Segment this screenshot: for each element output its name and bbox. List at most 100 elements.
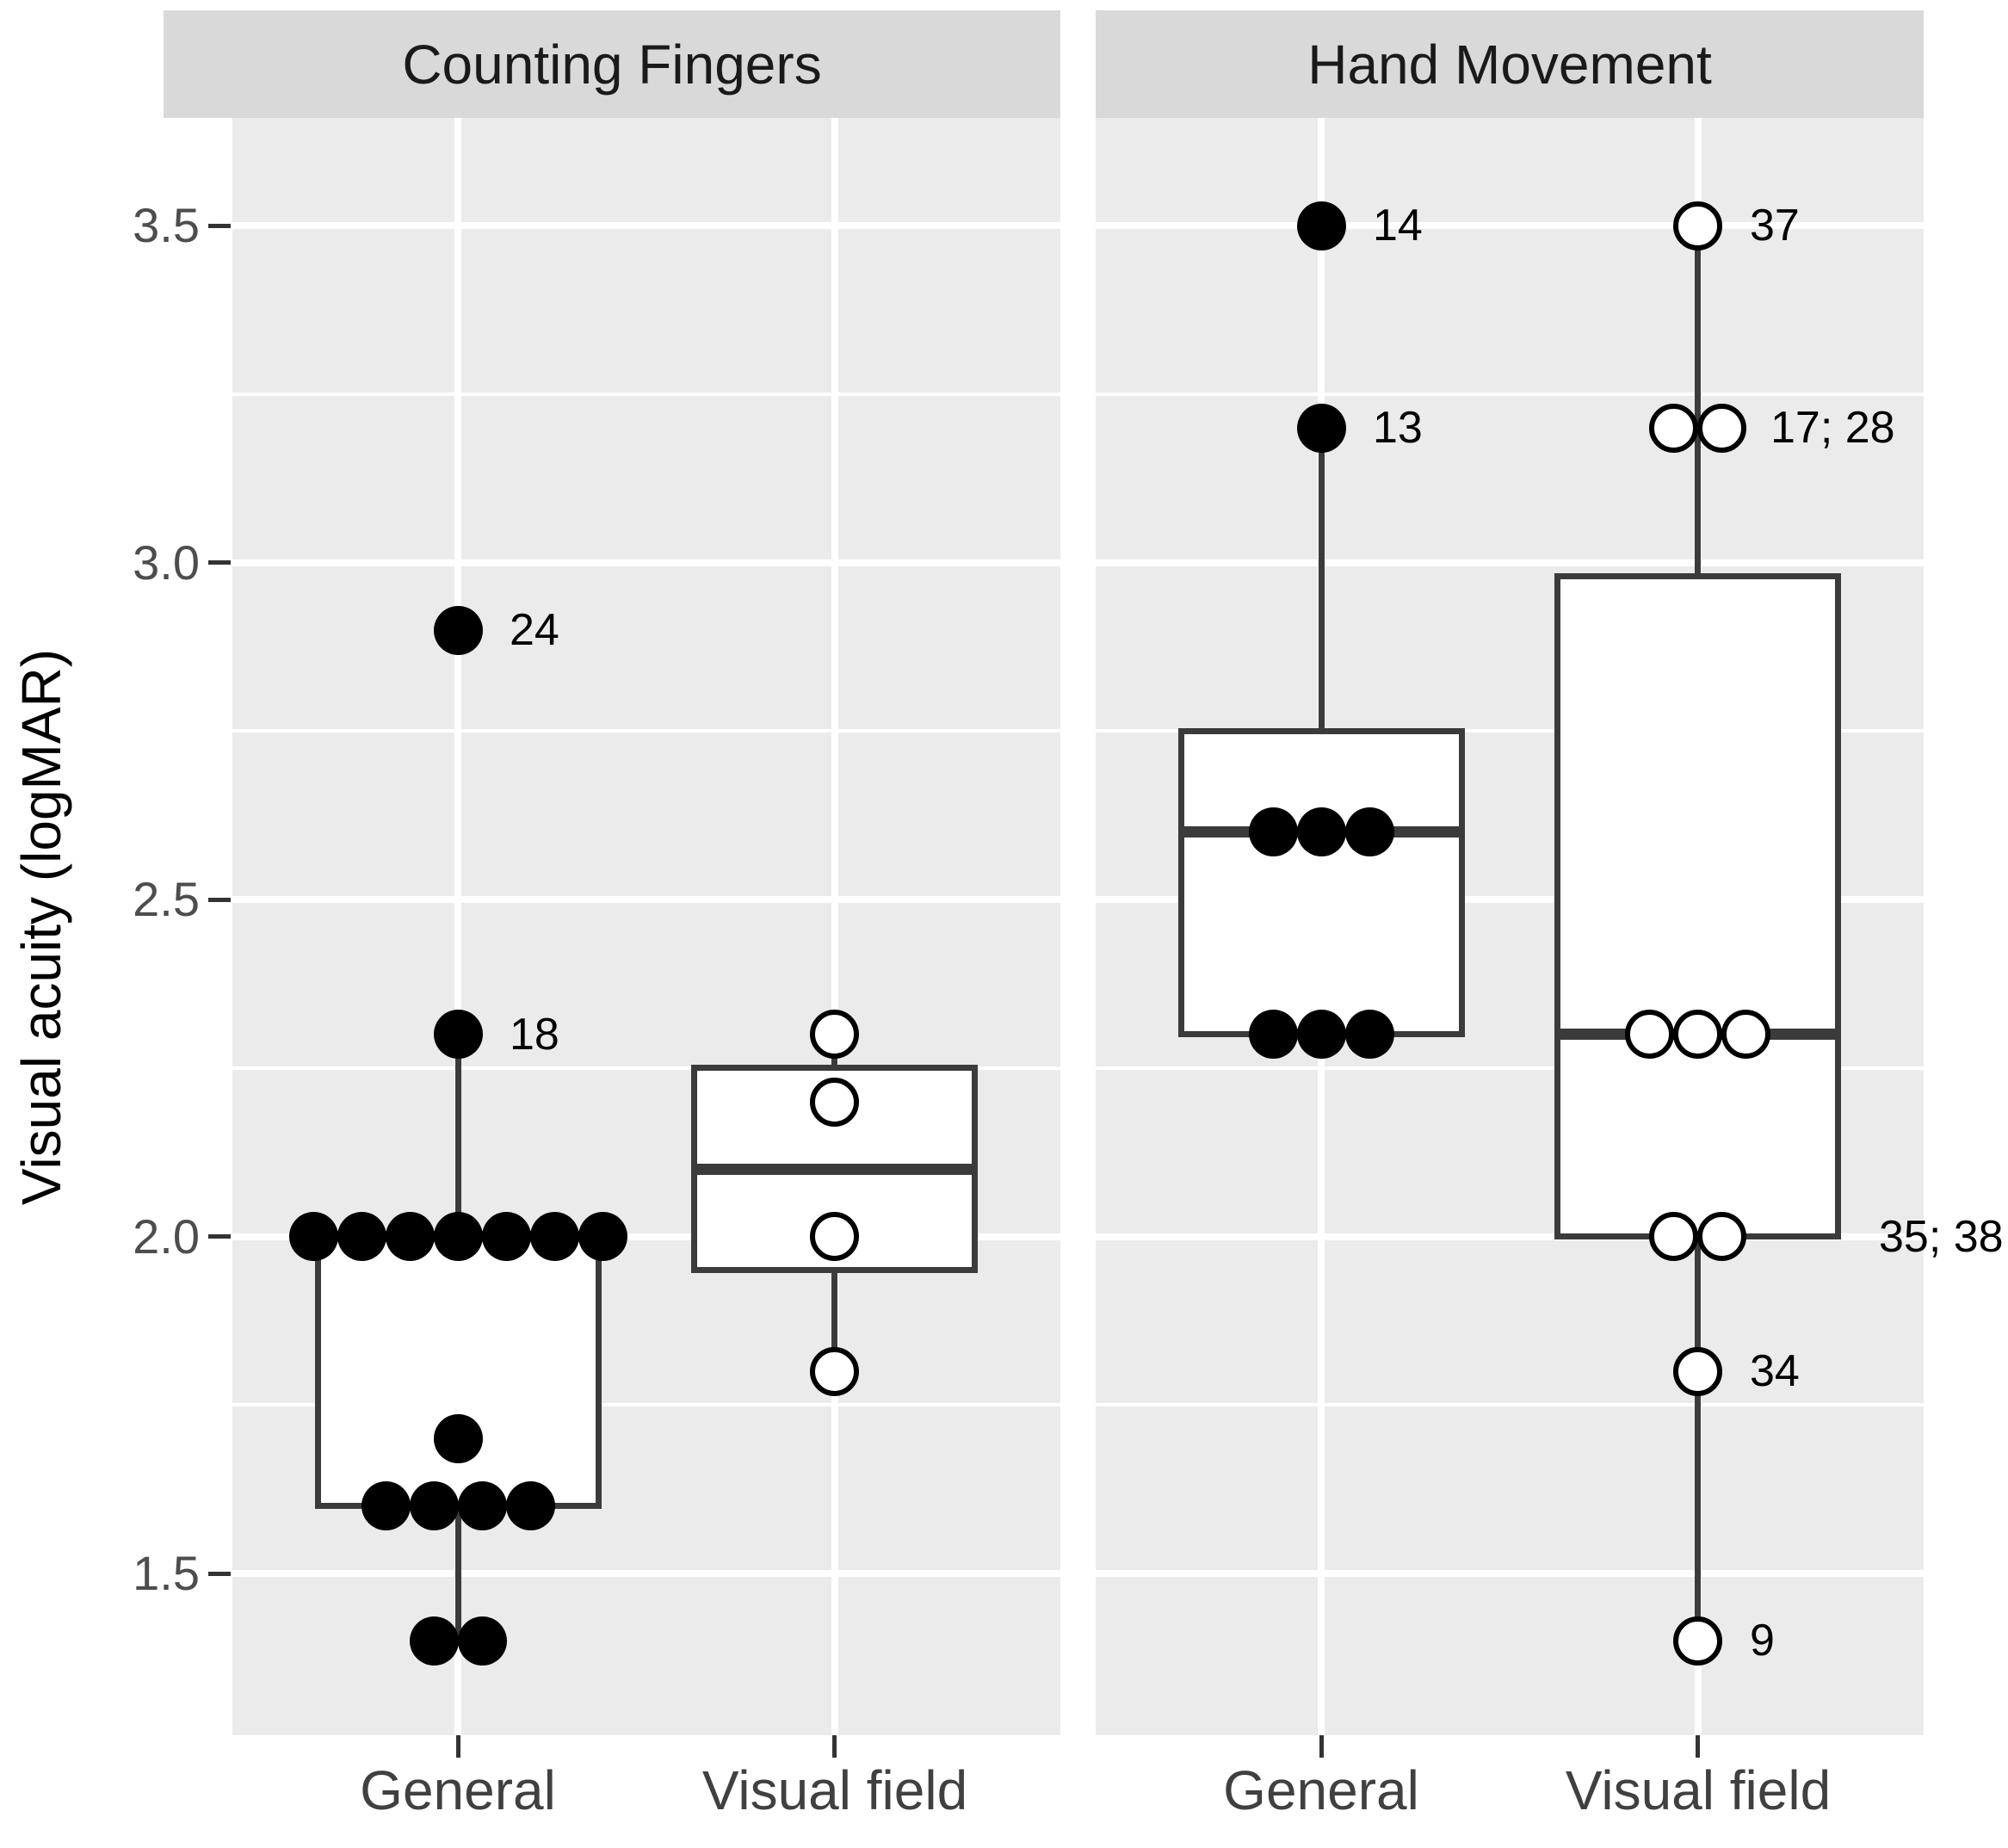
data-point [1345,807,1394,856]
gridline-minor [1096,729,1924,732]
y-axis-title: Visual acuity (logMAR) [10,648,72,1206]
gridline-minor [232,1403,1060,1406]
x-tick-label: Visual field [1565,1759,1832,1821]
x-tick [832,1735,837,1758]
open-point [1697,1212,1746,1261]
gridline-major [232,1233,1060,1240]
open-point [1673,1010,1722,1059]
data-point [530,1212,579,1261]
y-tick-label: 2.5 [133,872,200,926]
data-point [434,1010,483,1059]
gridline-major [232,1570,1060,1577]
data-point [1249,1010,1298,1059]
y-tick-label: 3.0 [133,535,200,590]
data-point [458,1481,507,1530]
data-point [1249,807,1298,856]
open-point [1649,1212,1698,1261]
open-point [810,1212,859,1261]
x-tick [456,1735,460,1758]
point-label: 13 [1373,403,1423,453]
y-tick-label: 1.5 [133,1546,200,1600]
gridline-major [1096,559,1924,566]
whisker [1319,428,1325,731]
gridline-major [1096,1233,1924,1240]
data-point [1345,1010,1394,1059]
gridline-major [232,896,1060,903]
open-point [810,1078,859,1127]
y-tick [208,1572,231,1576]
data-point [482,1212,531,1261]
whisker [1695,226,1701,576]
box [315,1233,602,1509]
open-point [1697,404,1746,453]
point-label: 18 [510,1010,559,1060]
facet-strip-label: Counting Fingers [402,33,822,96]
x-tick [1696,1735,1700,1758]
data-point [1297,404,1346,453]
gridline-minor [1096,1066,1924,1070]
whisker [831,1270,837,1371]
data-point [1297,1010,1346,1059]
gridline-major [1096,222,1924,229]
open-point [1673,1347,1722,1396]
data-point [337,1212,386,1261]
box [1554,573,1841,1239]
open-point [810,1010,859,1059]
point-label: 24 [510,605,559,655]
data-point [361,1481,411,1530]
gridline-vertical [454,118,461,1735]
open-point [1625,1010,1674,1059]
data-point [386,1212,435,1261]
data-point [458,1616,507,1666]
data-point [578,1212,627,1261]
open-point [1673,1616,1722,1666]
open-point [1673,201,1722,250]
data-point [1297,201,1346,250]
point-label: 9 [1750,1616,1775,1666]
gridline-vertical [831,118,838,1735]
facet-strip: Counting Fingers [164,10,1060,118]
data-point [410,1616,459,1666]
open-point [1721,1010,1770,1059]
data-point [289,1212,338,1261]
y-tick [208,1234,231,1239]
point-label: 34 [1750,1346,1800,1396]
x-tick-label: General [360,1759,556,1821]
facet-strip-label: Hand Movement [1307,33,1712,96]
data-point [1297,807,1346,856]
whisker [1695,1237,1701,1641]
x-tick-label: Visual field [701,1759,968,1821]
point-label: 14 [1373,201,1423,250]
point-label: 35; 38 [1879,1212,2004,1262]
y-tick [208,560,231,565]
gridline-minor [1096,1403,1924,1406]
x-tick [1319,1735,1324,1758]
gridline-minor [232,729,1060,732]
whisker [455,1506,461,1641]
data-point [434,606,483,655]
gridline-major [1096,1570,1924,1577]
gridline-minor [232,1066,1060,1070]
x-tick-label: General [1223,1759,1419,1821]
gridline-minor [1096,392,1924,396]
point-label: 37 [1750,201,1800,250]
data-point [434,1414,483,1463]
data-point [410,1481,459,1530]
median-line [691,1164,978,1175]
gridline-major [232,559,1060,566]
data-point [434,1212,483,1261]
y-tick [208,898,231,902]
whisker [455,1035,461,1237]
open-point [1649,404,1698,453]
open-point [810,1347,859,1396]
gridline-major [232,222,1060,229]
box [1178,728,1465,1037]
point-label: 17; 28 [1770,403,1895,453]
y-tick [208,224,231,228]
y-tick-label: 3.5 [133,198,200,252]
data-point [506,1481,555,1530]
gridline-minor [232,392,1060,396]
gridline-major [1096,896,1924,903]
y-tick-label: 2.0 [133,1209,200,1264]
